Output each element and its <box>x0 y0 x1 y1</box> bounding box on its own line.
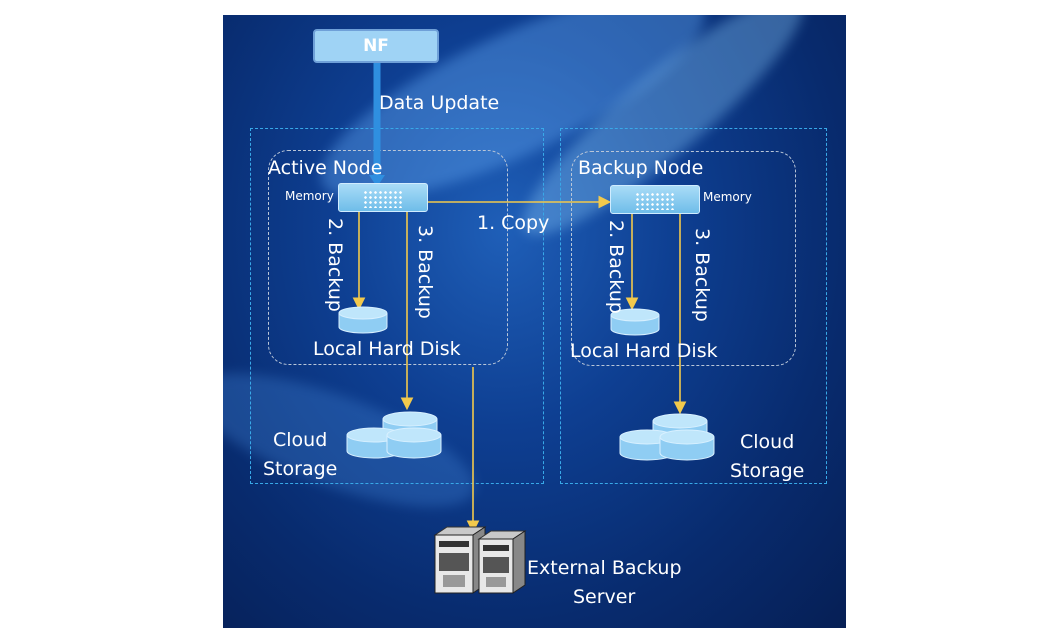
server-label-line1: External Backup <box>527 557 682 579</box>
backup-site-frame <box>560 128 827 484</box>
cloud-storage-icon <box>619 413 715 461</box>
backup-node-frame <box>571 151 796 366</box>
memory-chip-icon <box>338 183 428 212</box>
backup-backup-2-label: 2. Backup <box>605 220 627 314</box>
nf-box: NF <box>313 29 439 63</box>
backup-node-title: Backup Node <box>578 157 704 179</box>
active-memory-label: Memory <box>285 189 334 203</box>
server-label-line2: Server <box>573 586 636 608</box>
active-disk-label: Local Hard Disk <box>313 338 461 360</box>
data-update-label: Data Update <box>379 92 500 114</box>
cloud-storage-icon <box>346 411 442 459</box>
backup-disk-label: Local Hard Disk <box>570 340 718 362</box>
cloud-right-line2: Storage <box>730 460 805 482</box>
backup-backup-3-label: 3. Backup <box>691 228 713 322</box>
cloud-right-line1: Cloud <box>740 431 795 453</box>
cloud-left-line2: Storage <box>263 458 338 480</box>
cloud-left-line1: Cloud <box>273 429 328 451</box>
active-node-title: Active Node <box>268 157 383 179</box>
diagram-canvas: NF Data Update Active Node Backup Node M… <box>223 15 846 628</box>
disk-cylinder-icon <box>610 308 660 336</box>
data-update-arrowhead <box>369 175 385 187</box>
connector-layer <box>338 63 715 594</box>
backup-memory-label: Memory <box>703 190 752 204</box>
active-backup-2-label: 2. Backup <box>324 218 346 312</box>
active-node-frame <box>268 150 508 365</box>
server-tower-icon <box>433 526 527 594</box>
nf-label: NF <box>363 36 389 56</box>
active-site-frame <box>250 128 544 484</box>
active-backup-3-label: 3. Backup <box>414 225 436 319</box>
disk-cylinder-icon <box>338 306 388 334</box>
copy-label: 1. Copy <box>477 212 550 234</box>
memory-chip-icon <box>610 185 700 214</box>
